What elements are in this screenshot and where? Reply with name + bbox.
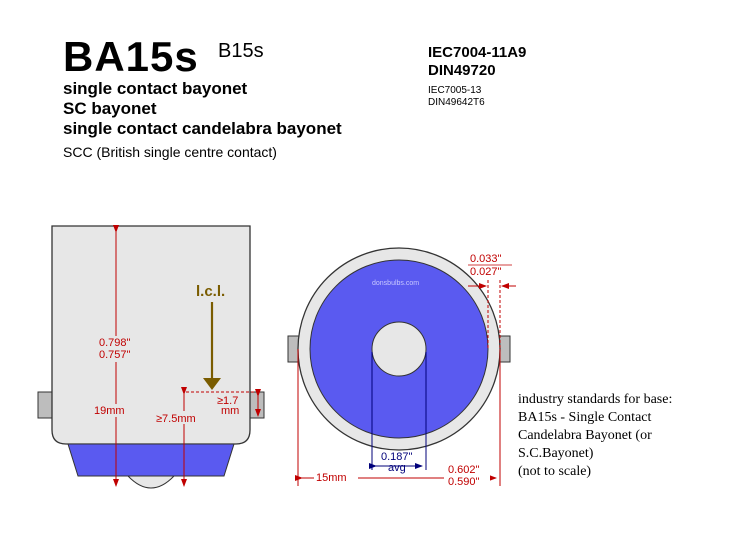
alt-name-1: single contact bayonet: [63, 79, 248, 98]
min-length: ≥7.5mm: [156, 413, 196, 425]
centre-contact: [371, 321, 427, 377]
standard-din: DIN49720: [428, 62, 496, 79]
alt-designation: B15s: [218, 40, 264, 62]
shell-thickness-max: 0.033": [470, 253, 502, 265]
contact-diameter-avg: avg: [388, 462, 406, 474]
contact-diameter: 0.187": [381, 451, 413, 463]
standard-iec-secondary: IEC7005-13: [428, 85, 482, 96]
side-view: 0.798" 0.757" 19mm ≥7.5mm l.c.l. ≥1.7 mm: [37, 225, 265, 489]
standard-din-secondary: DIN49642T6: [428, 97, 485, 108]
height-inch-max: 0.798": [99, 337, 131, 349]
diameter-inch-max: 0.602": [448, 464, 480, 476]
caption: industry standards for base: BA15s - Sin…: [518, 391, 672, 481]
pin-gap-value: ≥1.7: [217, 395, 238, 407]
caption-line-1: industry standards for base:: [518, 392, 673, 407]
caption-line-5: (not to scale): [518, 464, 592, 479]
watermark: donsbulbs.com: [372, 280, 419, 287]
lcl-arrow-icon: [203, 378, 221, 390]
end-view: donsbulbs.com 0.187" avg 15mm 0.602" 0.5…: [287, 247, 516, 488]
bayonet-pin-left: [37, 391, 54, 419]
solder-contact: [126, 475, 176, 489]
base-shell: [51, 225, 251, 445]
bayonet-pin-right: [248, 391, 265, 419]
height-inch-min: 0.757": [99, 349, 131, 361]
alt-name-2: SC bayonet: [63, 99, 157, 118]
caption-line-3: Candelabra Bayonet (or: [518, 428, 652, 443]
height-mm: 19mm: [94, 405, 125, 417]
shell-thickness-min: 0.027": [470, 266, 502, 278]
diameter-inch-min: 0.590": [448, 476, 480, 488]
lcl-label: l.c.l.: [196, 283, 225, 300]
pin-gap-unit: mm: [221, 405, 239, 417]
insulator: [67, 443, 235, 477]
caption-line-4: S.C.Bayonet): [518, 446, 594, 461]
caption-line-2: BA15s - Single Contact: [518, 410, 652, 425]
alt-name-3: single contact candelabra bayonet: [63, 119, 342, 138]
page-title: BA15s: [63, 33, 199, 80]
diameter-mm: 15mm: [316, 472, 347, 484]
standard-iec: IEC7004-11A9: [428, 44, 527, 61]
alt-name-note: SCC (British single centre contact): [63, 144, 277, 160]
